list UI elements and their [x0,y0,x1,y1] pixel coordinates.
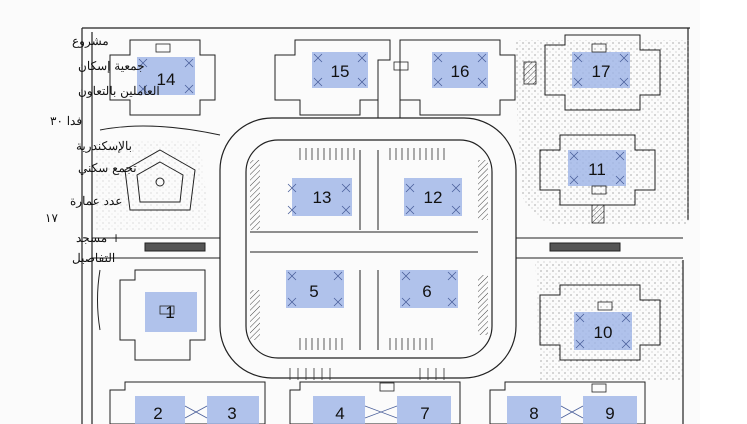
cross-road [92,125,683,331]
building-16-block [432,52,488,88]
building-7-label: 7 [420,404,429,423]
building-outlines [109,34,661,424]
building-14-block [137,57,195,95]
note-line-7: عدد عمارة [70,194,122,208]
building-12-label: 12 [424,188,443,207]
note-line-9: + مسجد [76,231,121,245]
note-line-1: مشروع [72,34,109,48]
hatched-strips [250,160,488,340]
building-17-label: 17 [592,62,611,81]
building-3-block [207,396,259,424]
note-line-4: فدا ٣٠ [50,114,82,128]
building-7-block [397,396,451,424]
note-line-10: التفاصيل [72,251,115,265]
building-13-label: 13 [313,188,332,207]
building-5-block [286,270,344,308]
building-6-block [400,270,458,308]
building-4-label: 4 [335,404,344,423]
building-2-block [135,396,185,424]
building-16-label: 16 [451,62,470,81]
central-axes [250,80,478,350]
building-10-label: 10 [594,323,613,342]
building-cross-marks [138,53,631,419]
building-14-label: 14 [157,70,176,89]
building-9-block [583,396,637,424]
building-5-label: 5 [309,282,318,301]
building-11-block [568,150,626,186]
building-1-label: 1 [165,303,174,322]
building-15-block [312,52,368,88]
note-line-6: تجمع سكني [78,161,137,175]
building-15-label: 15 [331,62,350,81]
building-6-label: 6 [422,282,431,301]
note-line-2: جمعية إسكان [78,59,145,74]
building-1-block [145,292,197,332]
building-4-block [313,396,365,424]
stair-cores [155,43,613,393]
building-highlights [135,52,637,424]
building-2-label: 2 [153,404,162,423]
page-margin-right [700,0,747,424]
building-8-block [507,396,561,424]
note-line-8: ١٧ [45,211,58,225]
mosque [124,149,196,211]
handwritten-notes: مشروع جمعية إسكان العاملين بالتعاون فدا … [45,34,160,265]
building-numbers: 14 15 16 17 13 12 11 5 6 1 10 2 3 4 7 8 … [153,62,614,423]
note-line-3: العاملين بالتعاون [78,84,160,98]
building-3-label: 3 [227,404,236,423]
building-8-label: 8 [529,404,538,423]
ring-road [219,117,517,379]
landscape-areas [95,40,690,380]
building-9-label: 9 [605,404,614,423]
note-line-5: بالإسكندرية [76,139,132,154]
building-17-block [572,52,630,88]
building-11-label: 11 [588,160,606,179]
building-10-block [574,312,632,350]
parking-stalls [289,148,445,380]
